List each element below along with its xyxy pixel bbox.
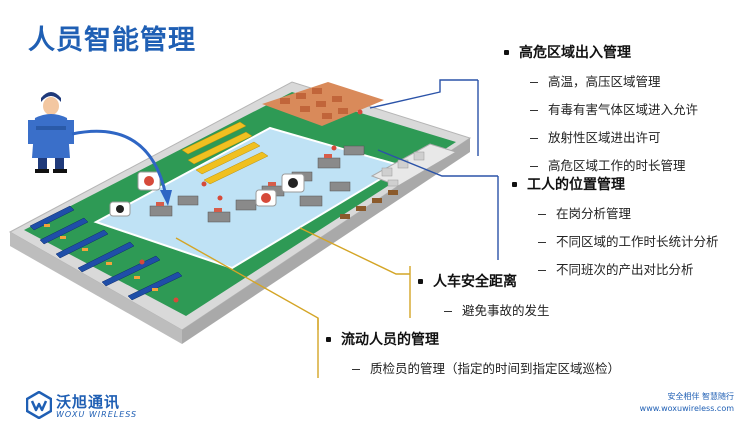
worker-figure [28, 92, 74, 173]
dash-icon [530, 110, 538, 111]
dash-icon [538, 214, 546, 215]
page-title: 人员智能管理 [28, 25, 196, 56]
footer-slogan: 安全相伴 智慧随行 www.woxuwireless.com [640, 391, 734, 415]
section-heading: 高危区域出入管理 [504, 42, 698, 62]
website-url: www.woxuwireless.com [639, 404, 734, 413]
dash-icon [538, 270, 546, 271]
dash-icon [530, 138, 538, 139]
section-heading: 工人的位置管理 [512, 174, 719, 194]
section-worker-position: 工人的位置管理 在岗分析管理 不同区域的工作时长统计分析 不同班次的产出对比分析 [512, 174, 719, 278]
bullet-icon [326, 336, 331, 342]
section-high-risk: 高危区域出入管理 高温，高压区域管理 有毒有害气体区域进入允许 放射性区域进出许… [504, 42, 698, 174]
logo-mark-icon [26, 391, 52, 419]
dash-icon [444, 311, 452, 312]
dash-icon [530, 166, 538, 167]
list-item: 高危区域工作的时长管理 [530, 155, 698, 174]
brand-name-cn: 沃旭通讯 [56, 393, 121, 411]
section-heading: 流动人员的管理 [326, 329, 620, 349]
list-item: 不同班次的产出对比分析 [538, 259, 719, 278]
bullet-icon [512, 181, 517, 187]
list-item: 不同区域的工作时长统计分析 [538, 231, 719, 250]
bullet-icon [418, 278, 423, 284]
section-heading: 人车安全距离 [418, 271, 550, 291]
brand-name-en: WOXU WIRELESS [56, 410, 138, 419]
section-person-vehicle: 人车安全距离 避免事故的发生 [418, 271, 550, 319]
list-item: 避免事故的发生 [444, 300, 550, 319]
slogan-text: 安全相伴 智慧随行 [667, 392, 734, 401]
dash-icon [538, 242, 546, 243]
list-item: 质检员的管理（指定的时间到指定区域巡检） [352, 358, 620, 377]
bullet-icon [504, 49, 509, 55]
list-item: 放射性区域进出许可 [530, 127, 698, 146]
list-item: 高温，高压区域管理 [530, 71, 698, 90]
list-item: 有毒有害气体区域进入允许 [530, 99, 698, 118]
section-mobile-staff: 流动人员的管理 质检员的管理（指定的时间到指定区域巡检） [326, 329, 620, 377]
dash-icon [352, 369, 360, 370]
dash-icon [530, 82, 538, 83]
list-item: 在岗分析管理 [538, 203, 719, 222]
